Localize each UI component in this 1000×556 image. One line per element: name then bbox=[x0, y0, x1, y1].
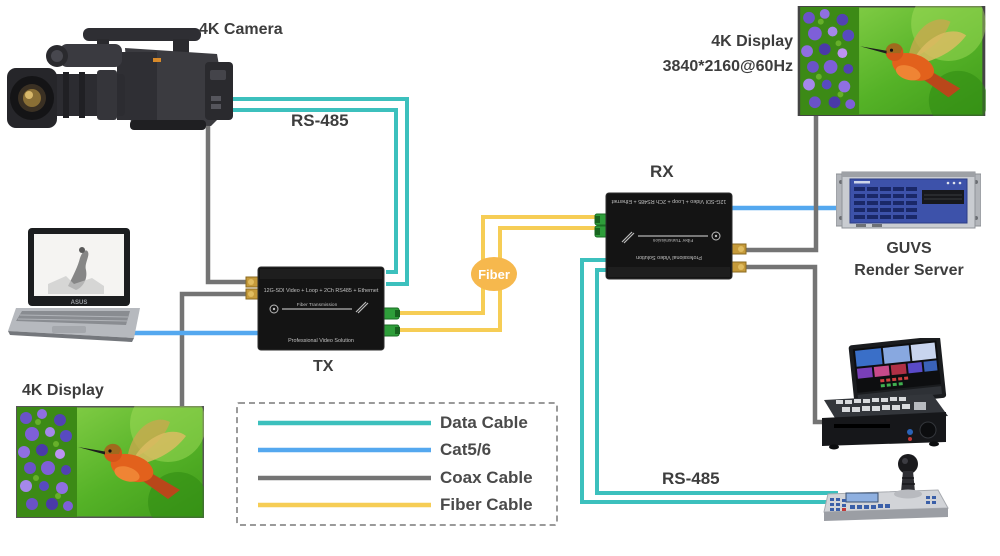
server-name-line2: Render Server bbox=[854, 261, 964, 279]
cable-coax-tx-display-left bbox=[179, 291, 252, 414]
legend-row-cat56: Cat5/6 bbox=[258, 440, 556, 460]
switcher-illustration bbox=[822, 338, 948, 450]
display-left-label: 4K Display bbox=[22, 382, 104, 399]
cable-rs485-rx-inner bbox=[595, 268, 838, 495]
legend-row-fiber: Fiber Cable bbox=[258, 495, 556, 515]
signal-pen-icon bbox=[621, 231, 635, 244]
signal-pen-icon bbox=[355, 301, 369, 314]
legend-label-cat56: Cat5/6 bbox=[440, 440, 492, 460]
tx-text-line2: Fiber Transmission bbox=[297, 302, 338, 308]
display-right-illustration bbox=[797, 6, 986, 116]
laptop-brand-label: ASUS bbox=[71, 300, 88, 306]
cable-coax-camera-tx bbox=[205, 116, 252, 285]
rs485-bottom-label: RS-485 bbox=[662, 469, 720, 488]
legend-line-fiber bbox=[258, 502, 431, 507]
display-right-title: 4K Display bbox=[711, 33, 793, 50]
cable-rs485-camera-inner bbox=[222, 108, 398, 274]
rx-text-line1: Professional Video Solution bbox=[636, 254, 702, 260]
hummingbird bbox=[860, 19, 967, 98]
camera-label: 4K Camera bbox=[199, 21, 283, 38]
fiber-badge-label: Fiber bbox=[478, 267, 510, 282]
tx-label: TX bbox=[313, 358, 334, 375]
server-vent-slots bbox=[854, 187, 917, 219]
rs485-top-label: RS-485 bbox=[291, 111, 349, 130]
legend-label-fiber: Fiber Cable bbox=[440, 494, 533, 514]
legend-line-data-cable bbox=[258, 420, 431, 426]
cable-rs485-camera-outer bbox=[222, 97, 409, 286]
display-right-labels: 4K Display 3840*2160@60Hz bbox=[638, 33, 793, 76]
legend-row-data-cable: Data Cable bbox=[258, 413, 556, 433]
legend-line-coax bbox=[258, 475, 431, 480]
cable-rs485-rx-outer bbox=[580, 258, 838, 504]
server-label: GUVS Render Server bbox=[838, 238, 980, 281]
hummingbird bbox=[78, 419, 186, 499]
fiber-badge: Fiber bbox=[471, 257, 517, 291]
tx-text-line1: 12G-SDI Video + Loop + 2Ch RS485 + Ether… bbox=[264, 288, 379, 294]
camera-illustration bbox=[7, 28, 233, 130]
rx-text-line3: 12G-SDI Video + Loop + 2Ch RS485 + Ether… bbox=[611, 198, 726, 204]
laptop-illustration: ASUS bbox=[8, 228, 140, 342]
legend-row-coax: Coax Cable bbox=[258, 468, 556, 488]
legend-box: Data Cable Cat5/6 Coax Cable Fiber Cable bbox=[236, 402, 558, 526]
switcher-keys bbox=[836, 397, 926, 412]
controller-buttons bbox=[830, 496, 936, 511]
server-name-line1: GUVS bbox=[886, 240, 932, 257]
legend-label-coax: Coax Cable bbox=[440, 467, 533, 487]
tx-converter: 12G-SDI Video + Loop + 2Ch RS485 + Ether… bbox=[245, 266, 400, 351]
rx-text-line2: Fiber Transmission bbox=[652, 237, 693, 243]
bnc-connectors-icon bbox=[731, 243, 747, 273]
flower-cluster bbox=[801, 8, 856, 110]
fiber-ports-icon bbox=[381, 307, 400, 337]
display-left-illustration bbox=[16, 406, 204, 518]
rx-label: RX bbox=[650, 162, 674, 181]
rx-converter: Professional Video Solution Fiber Transm… bbox=[594, 192, 747, 280]
legend-label-data-cable: Data Cable bbox=[440, 413, 528, 433]
legend-line-cat56 bbox=[258, 448, 431, 453]
display-right-resolution: 3840*2160@60Hz bbox=[662, 58, 793, 75]
tx-text-line3: Professional Video Solution bbox=[288, 338, 354, 344]
fiber-badge-ellipse bbox=[471, 257, 517, 291]
server-illustration bbox=[836, 171, 981, 229]
flower-cluster bbox=[18, 409, 73, 511]
joystick-controller-illustration bbox=[823, 454, 949, 521]
cable-coax-rx-display-right bbox=[745, 112, 819, 253]
